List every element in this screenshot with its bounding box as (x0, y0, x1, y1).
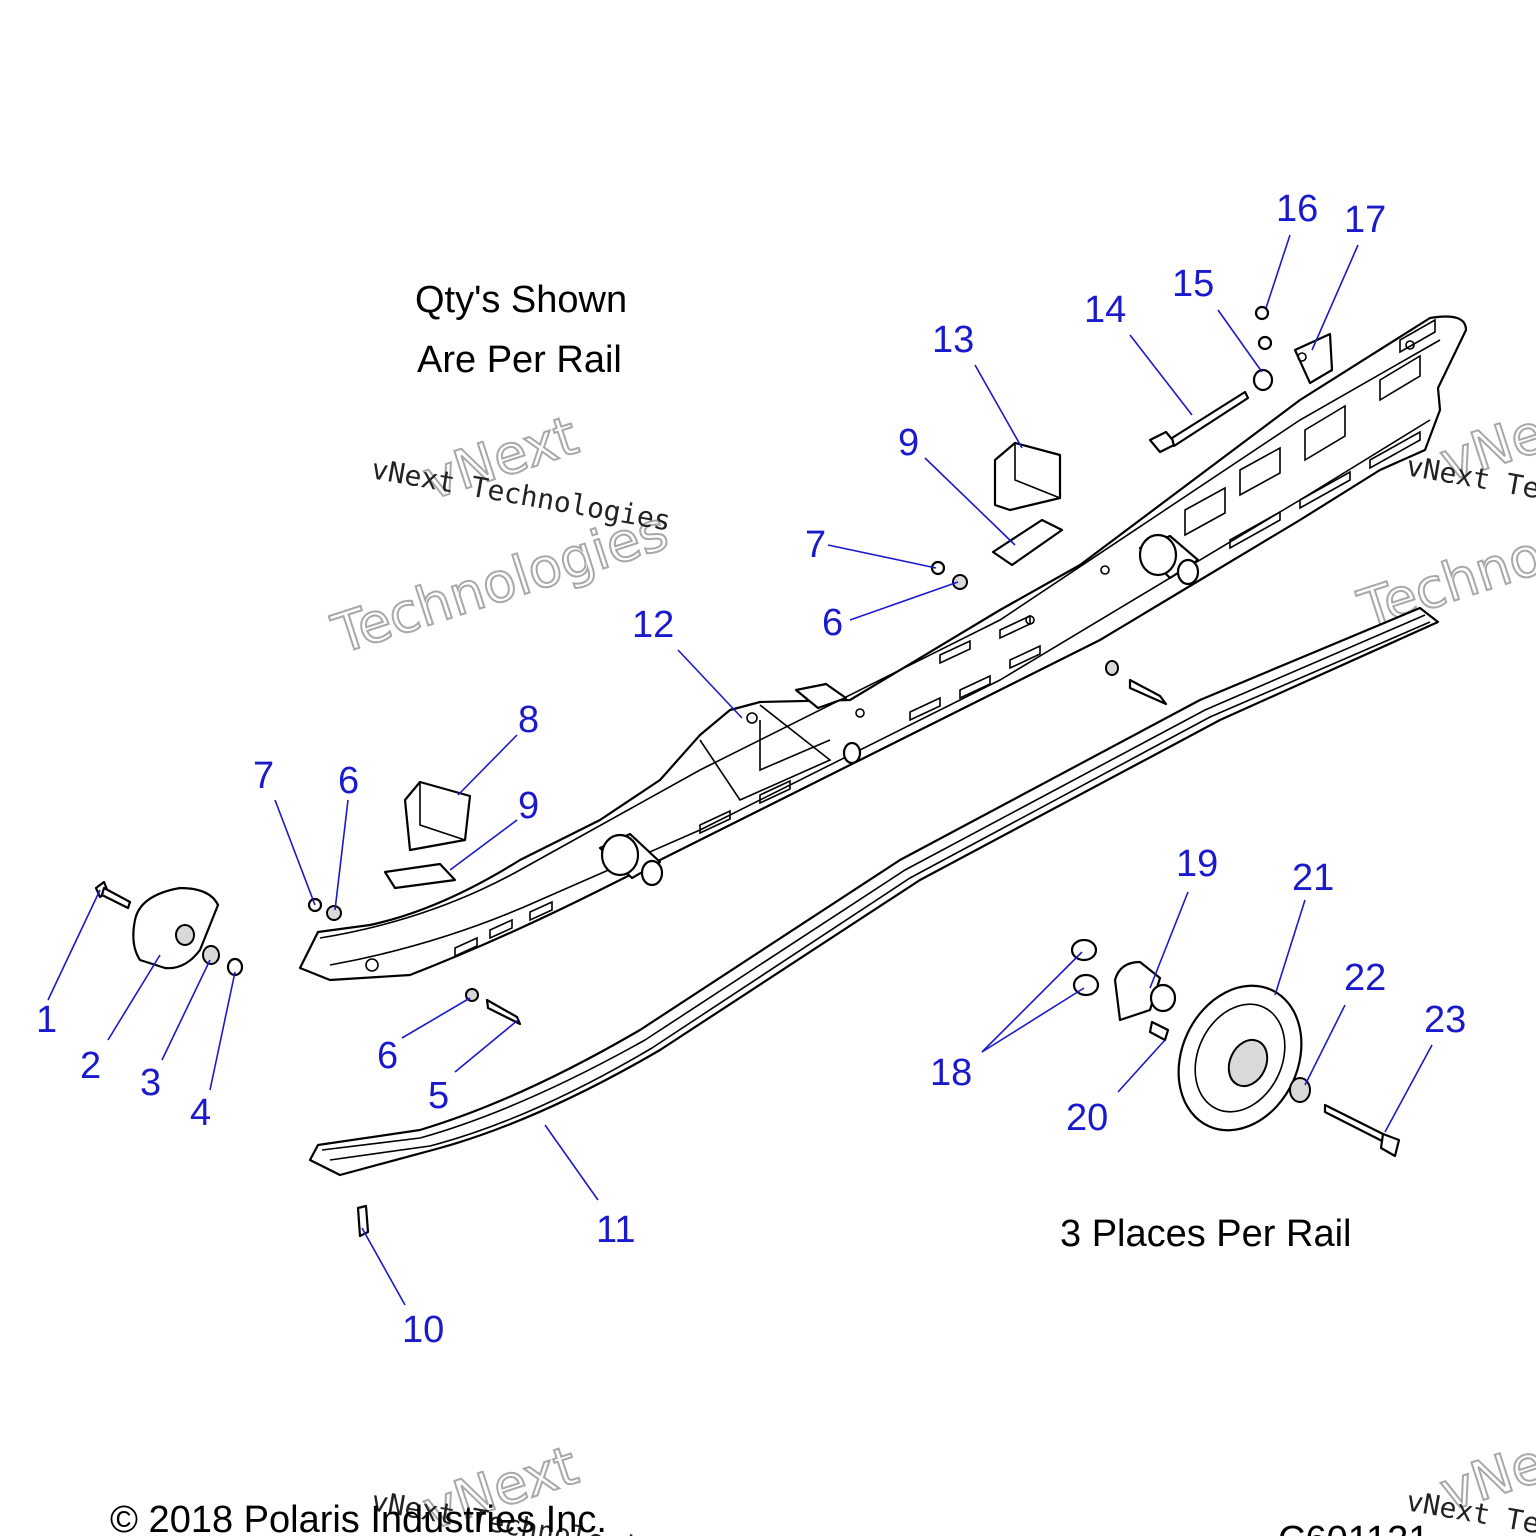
callout-2: 2 (80, 1045, 101, 1087)
callout-8: 8 (518, 699, 539, 741)
callout-13: 13 (932, 319, 974, 361)
callout-6-left: 6 (338, 760, 359, 802)
callout-22: 22 (1344, 957, 1386, 999)
callout-17: 17 (1344, 199, 1386, 241)
slide-blocks (383, 441, 1064, 890)
callout-19: 19 (1176, 843, 1218, 885)
callout-5: 5 (428, 1075, 449, 1117)
slide-rail-frame (298, 315, 1468, 982)
callout-7-left: 7 (253, 755, 274, 797)
callout-10: 10 (402, 1309, 444, 1351)
callout-4: 4 (190, 1092, 211, 1134)
callout-1: 1 (36, 999, 57, 1041)
callout-12: 12 (632, 604, 674, 646)
leader-lines (47, 234, 1433, 1306)
note-qty-line1: Qty's Shown (415, 279, 627, 321)
wear-strip (308, 606, 1440, 1177)
callout-6-upper: 6 (822, 602, 843, 644)
hardware (94, 305, 1334, 1238)
figure-id: C601121 (1278, 1519, 1429, 1536)
callout-3: 3 (140, 1062, 161, 1104)
callout-9-left: 9 (518, 785, 539, 827)
callout-14: 14 (1084, 289, 1126, 331)
callouts: 1 2 3 4 5 6 6 6 7 7 8 9 9 10 11 12 13 14… (36, 188, 1466, 1351)
callout-6-lower: 6 (377, 1035, 398, 1077)
callout-23: 23 (1424, 999, 1466, 1041)
copyright: © 2018 Polaris Industries Inc. (110, 1499, 607, 1536)
note-places-per-rail: 3 Places Per Rail (1060, 1213, 1351, 1255)
callout-15: 15 (1172, 263, 1214, 305)
callout-21: 21 (1292, 857, 1334, 899)
watermark-top-left: vNext Technologies vNext Technologies (324, 403, 676, 668)
callout-16: 16 (1276, 188, 1318, 230)
callout-20: 20 (1066, 1097, 1108, 1139)
idler-assembly (1070, 938, 1401, 1158)
callout-7-upper: 7 (805, 524, 826, 566)
callout-9-upper: 9 (898, 422, 919, 464)
callout-11: 11 (596, 1209, 635, 1251)
callout-18: 18 (930, 1052, 972, 1094)
note-qty-line2: Are Per Rail (417, 339, 622, 381)
